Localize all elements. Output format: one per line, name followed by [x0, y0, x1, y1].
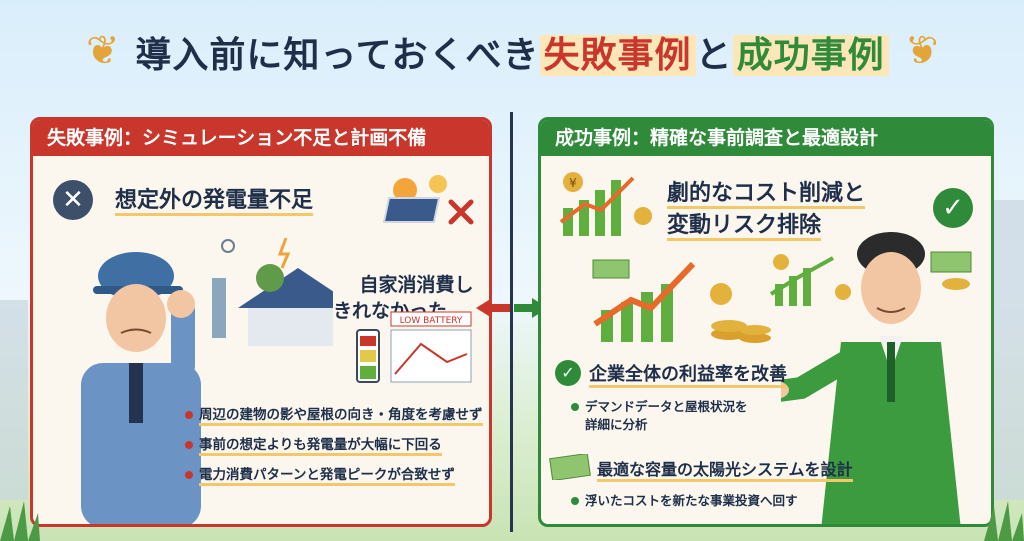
title-part1: 導入前に知っておくべき	[135, 35, 540, 76]
low-battery-chart-illustration: LOW BATTERY	[356, 311, 472, 383]
check-circle-icon: ✓	[933, 188, 973, 228]
failure-bullet-list: 周辺の建物の影や屋根の向き・角度を考慮せず 事前の想定よりも発電量が大幅に下回る…	[183, 406, 483, 496]
background-building	[994, 200, 1024, 500]
optimal-design-highlight: 最適な容量の太陽光システムを設計	[597, 456, 853, 482]
solar-panel-fail-illustration	[383, 175, 474, 225]
check-small-icon: ✓	[555, 360, 581, 386]
success-panel: 成功事例：精確な事前調査と最適設計 ¥ 劇的なコスト削減と 変動リスク排除 ✓	[538, 117, 994, 527]
laurel-left-icon: ❦	[86, 28, 120, 74]
failure-headline: 想定外の発電量不足	[115, 182, 314, 216]
success-bullet: デマンドデータと屋根状況を詳細に分析	[569, 398, 849, 434]
failure-panel-header: 失敗事例：シミュレーション不足と計画不備	[33, 120, 489, 156]
failure-bullet: 周辺の建物の影や屋根の向き・角度を考慮せず	[183, 406, 483, 426]
page-title: 導入前に知っておくべき失敗事例と成功事例	[0, 26, 1024, 78]
title-success: 成功事例	[732, 35, 889, 76]
center-divider	[510, 112, 513, 532]
businessman-illustration	[781, 232, 972, 524]
title-and: と	[695, 35, 733, 76]
failure-bullet: 電力消費パターンと発電ピークが合致せず	[183, 466, 483, 486]
failure-bullet: 事前の想定よりも発電量が大幅に下回る	[183, 436, 483, 456]
profit-chart-illustration	[592, 259, 771, 343]
worried-worker-illustration	[81, 252, 201, 524]
grass-decoration	[0, 501, 40, 541]
small-growth-chart-illustration	[769, 254, 851, 306]
growth-chart-yen-illustration: ¥	[559, 172, 652, 236]
title-fail: 失敗事例	[539, 35, 696, 76]
failure-panel: 失敗事例：シミュレーション不足と計画不備 ✕ 想定外の発電量不足 自家消消費し …	[30, 117, 492, 527]
success-bullet-list-2: 浮いたコストを新たな事業投資へ回す	[569, 492, 849, 522]
success-headline: 劇的なコスト削減と 変動リスク排除	[667, 178, 866, 242]
success-bullet: 浮いたコストを新たな事業投資へ回す	[569, 492, 849, 510]
yen-icon: ¥	[569, 176, 577, 190]
house-solar-illustration	[212, 238, 358, 346]
success-bullet-list: デマンドデータと屋根状況を詳細に分析	[569, 398, 849, 446]
low-battery-label: LOW BATTERY	[400, 316, 463, 326]
profit-improve-headline: 企業全体の利益率を改善	[589, 360, 787, 388]
grass-decoration	[984, 501, 1024, 541]
x-circle-icon: ✕	[53, 180, 93, 220]
success-panel-header: 成功事例：精確な事前調査と最適設計	[541, 120, 991, 156]
background-building	[0, 300, 28, 500]
money-bill-icon	[549, 454, 591, 480]
